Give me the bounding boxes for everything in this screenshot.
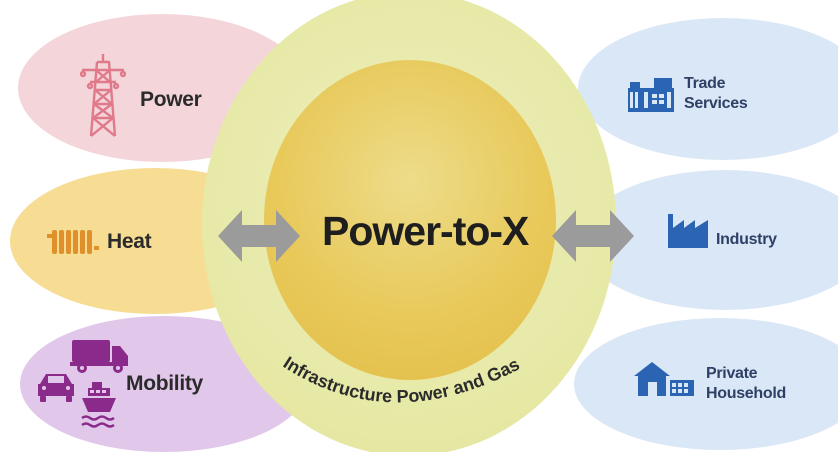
household-label-line2: Household [706,385,786,402]
power-label: Power [140,88,202,111]
left-double-arrow-icon [218,208,300,264]
mobility-label: Mobility [126,372,203,395]
radiator-icon [47,228,99,256]
private-household-label: Private Household [706,364,786,404]
private-household-blob [574,318,838,450]
industry-label: Industry [716,231,777,248]
house-icon [634,360,696,396]
household-label-line1: Private [706,365,758,382]
vehicles-icon [36,336,130,432]
svg-text:Infrastructure Power and Gas: Infrastructure Power and Gas [280,353,523,407]
power-pylon-icon [80,52,126,138]
ring-caption-text: Infrastructure Power and Gas [280,353,523,407]
power-to-x-core [264,60,556,380]
center-title: Power-to-X [322,208,529,254]
trade-label-line2: Services [684,95,748,112]
factory-icon [668,214,708,248]
trade-label-line1: Trade [684,75,726,92]
trade-services-label: Trade Services [684,74,748,114]
right-double-arrow-icon [552,208,634,264]
trade-services-blob [578,18,838,160]
building-icon [628,78,674,112]
heat-label: Heat [107,230,152,253]
